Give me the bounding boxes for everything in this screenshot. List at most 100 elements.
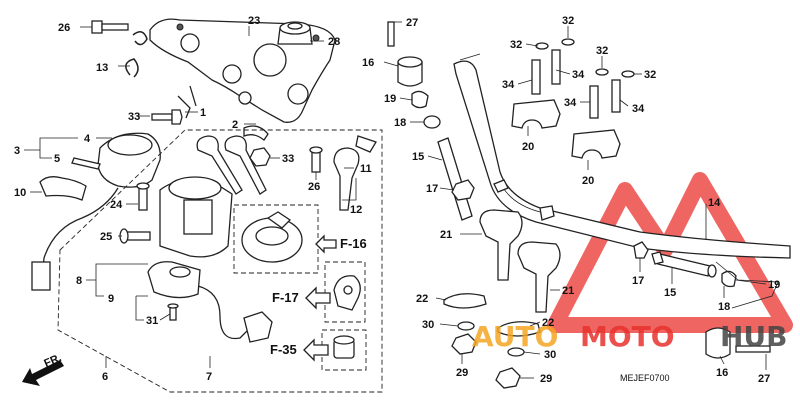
label-27-right: 27	[758, 373, 770, 385]
label-13: 13	[96, 62, 108, 74]
bar-end-weight-16-top	[397, 56, 423, 87]
label-15-right: 15	[664, 287, 676, 299]
cap-11	[355, 135, 377, 153]
label-10: 10	[14, 187, 26, 199]
label-21-left: 21	[440, 229, 452, 241]
watermark-mountain-icon	[547, 172, 793, 333]
label-2: 2	[232, 119, 238, 131]
seat-lock-box	[324, 261, 366, 323]
screw-27-right	[735, 345, 771, 353]
top-bridge	[149, 18, 336, 123]
label-34-a: 34	[502, 79, 515, 91]
fuel-cap	[241, 211, 303, 263]
label-29-right: 29	[540, 373, 552, 385]
label-33-top: 33	[128, 111, 140, 123]
label-11: 11	[360, 163, 372, 175]
screw-27-top	[387, 21, 395, 47]
label-17-top: 17	[426, 183, 438, 195]
label-20-a: 20	[522, 141, 534, 153]
label-32-a: 32	[510, 39, 522, 51]
label-22-right: 22	[542, 317, 554, 329]
bolt-26-top	[91, 20, 129, 34]
nut-17-right	[633, 241, 649, 259]
ring-18	[423, 115, 441, 129]
upper-holder-20-b	[571, 129, 621, 159]
watermark-text: AUTO MOTO HUB	[472, 320, 788, 353]
label-1: 1	[200, 107, 206, 119]
label-28: 28	[328, 36, 340, 48]
watermark-word-moto: MOTO	[580, 320, 675, 353]
label-15-top: 15	[412, 151, 424, 163]
label-34-c: 34	[564, 97, 577, 109]
label-12: 12	[350, 204, 362, 216]
fuel-cap-box	[233, 204, 319, 274]
watermark-word-hub: HUB	[720, 320, 788, 353]
handlebar	[453, 53, 791, 259]
bar-end-weight-16-right	[705, 327, 731, 359]
seat-lock	[333, 275, 361, 311]
label-34-d: 34	[632, 103, 645, 115]
label-16-top: 16	[362, 57, 374, 69]
clip-13	[125, 31, 148, 78]
reference-labels: F-16 F-17 F-35	[270, 236, 367, 357]
ref-f16: F-16	[340, 236, 367, 251]
lower-holder-21-left	[479, 209, 523, 281]
bolt-33-bridge	[151, 109, 183, 125]
label-14: 14	[708, 197, 721, 209]
label-23: 23	[248, 15, 260, 27]
label-22-left: 22	[416, 293, 428, 305]
label-24: 24	[110, 199, 123, 211]
ignition-lock	[159, 176, 233, 258]
label-17-right: 17	[632, 275, 644, 287]
switch-harness	[147, 261, 273, 343]
label-32-c: 32	[596, 45, 608, 57]
nut-29-left	[451, 333, 477, 355]
label-32-d: 32	[644, 69, 656, 81]
sleeve-15	[437, 137, 473, 221]
switch-cover	[31, 132, 161, 291]
collar-19	[411, 90, 429, 109]
arrow-f17-icon	[305, 286, 331, 310]
bar-end-15-right	[657, 253, 717, 278]
watermark-logo	[547, 172, 793, 333]
nut-17	[451, 179, 475, 201]
label-31: 31	[146, 315, 158, 327]
label-20-b: 20	[582, 175, 594, 187]
part-labels: 26 23 28 13 33 1 2 33 4 3 5 10 24 25 26 …	[14, 15, 780, 385]
label-30-right: 30	[544, 349, 556, 361]
label-4: 4	[84, 133, 91, 145]
label-3: 3	[14, 145, 20, 157]
wire-clip-1	[177, 85, 197, 119]
screw-26-mid	[309, 146, 323, 173]
watermark-word-auto: AUTO	[472, 320, 558, 353]
washers-32	[535, 38, 635, 78]
label-19-right: 19	[768, 279, 780, 291]
label-33-mid: 33	[282, 153, 294, 165]
upper-holder-20-a	[511, 99, 561, 129]
label-26-top: 26	[58, 22, 70, 34]
bolt-33-mid	[249, 147, 271, 167]
ref-f17: F-17	[272, 290, 299, 305]
label-30-left: 30	[422, 319, 434, 331]
label-9: 9	[108, 293, 114, 305]
label-25: 25	[100, 231, 112, 243]
label-21-right: 21	[562, 285, 574, 297]
right-side-fittings	[633, 241, 771, 359]
label-8: 8	[76, 275, 82, 287]
label-26-mid: 26	[308, 181, 320, 193]
label-5: 5	[54, 153, 60, 165]
washer-2	[243, 125, 269, 141]
label-18-top: 18	[394, 117, 406, 129]
front-arrow-icon	[22, 360, 64, 386]
plate-22-left	[443, 293, 487, 309]
label-32-b: 32	[562, 15, 574, 27]
lower-holder-21-right	[517, 241, 561, 313]
label-6: 6	[102, 371, 108, 383]
label-18-right: 18	[718, 301, 730, 313]
label-7: 7	[206, 371, 212, 383]
keys-12	[196, 135, 360, 211]
label-16-right: 16	[716, 367, 728, 379]
reference-arrows	[303, 234, 337, 362]
